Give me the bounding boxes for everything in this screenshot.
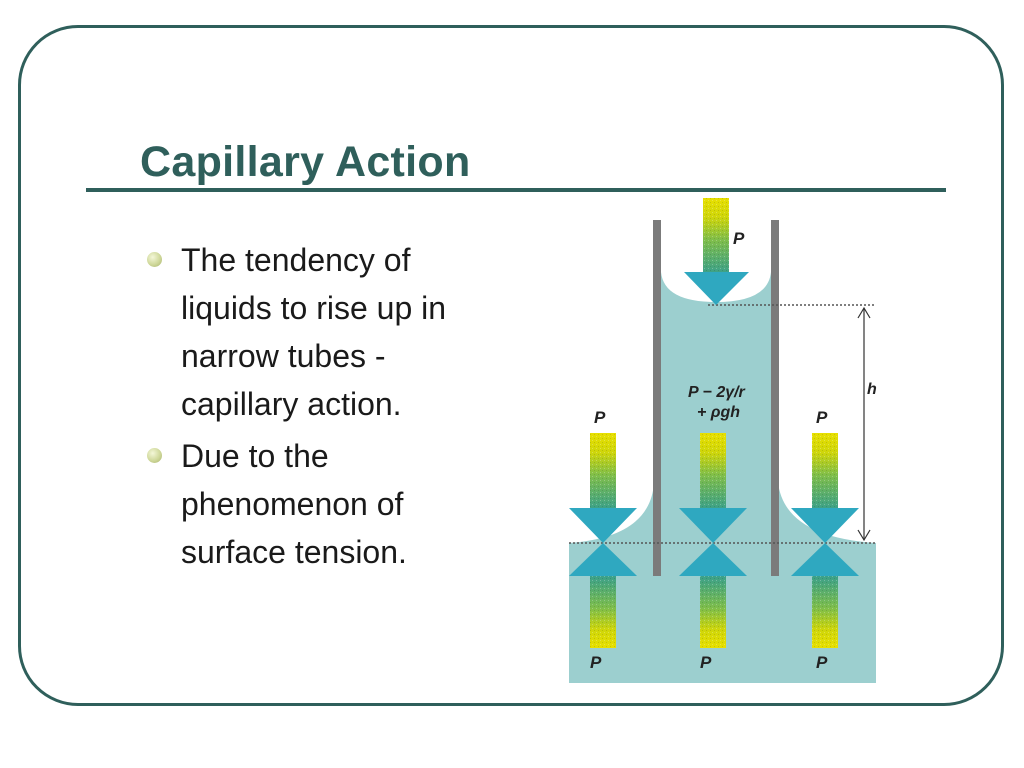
bullet-item: Due to the phenomenon of surface tension… <box>140 432 540 576</box>
label-p-right-bottom: P <box>816 653 828 672</box>
tube-wall-left <box>653 220 661 576</box>
label-p-top: P <box>733 229 745 248</box>
capillary-diagram: P P P P P P P − 2γ/r + ρgh h <box>569 198 877 683</box>
bullet-dot-icon <box>147 448 162 463</box>
label-height: h <box>867 381 877 398</box>
slide-frame <box>18 25 1004 706</box>
label-pressure-line-2: + ρgh <box>697 404 740 421</box>
bullet-dot-icon <box>147 252 162 267</box>
title-underline <box>86 188 946 192</box>
bullet-line: surface tension. <box>181 534 407 570</box>
bullet-item: The tendency of liquids to rise up in na… <box>140 236 540 428</box>
bullet-line: liquids to rise up in <box>181 290 447 326</box>
label-p-right-top: P <box>816 408 828 427</box>
bullet-line: The tendency of <box>181 242 411 278</box>
pressure-arrow-right <box>791 433 859 648</box>
bullet-line: capillary action. <box>181 386 402 422</box>
slide-title: Capillary Action <box>140 138 471 186</box>
pressure-arrow-top <box>684 198 749 305</box>
label-pressure-line-1: P − 2γ/r <box>688 384 746 401</box>
height-dimension-arrow <box>857 306 871 542</box>
liquid-column <box>661 228 771 543</box>
tube-wall-right <box>771 220 779 576</box>
bullet-line: narrow tubes - <box>181 338 386 374</box>
meniscus-right <box>778 482 876 543</box>
bullet-list: The tendency of liquids to rise up in na… <box>140 236 540 580</box>
pressure-arrow-left <box>569 433 637 648</box>
label-p-left-bottom: P <box>590 653 602 672</box>
label-p-left-top: P <box>594 408 606 427</box>
bullet-line: Due to the <box>181 438 329 474</box>
meniscus-left <box>569 482 654 543</box>
label-p-mid-bottom: P <box>700 653 712 672</box>
pressure-arrow-middle <box>679 433 747 648</box>
bullet-line: phenomenon of <box>181 486 404 522</box>
